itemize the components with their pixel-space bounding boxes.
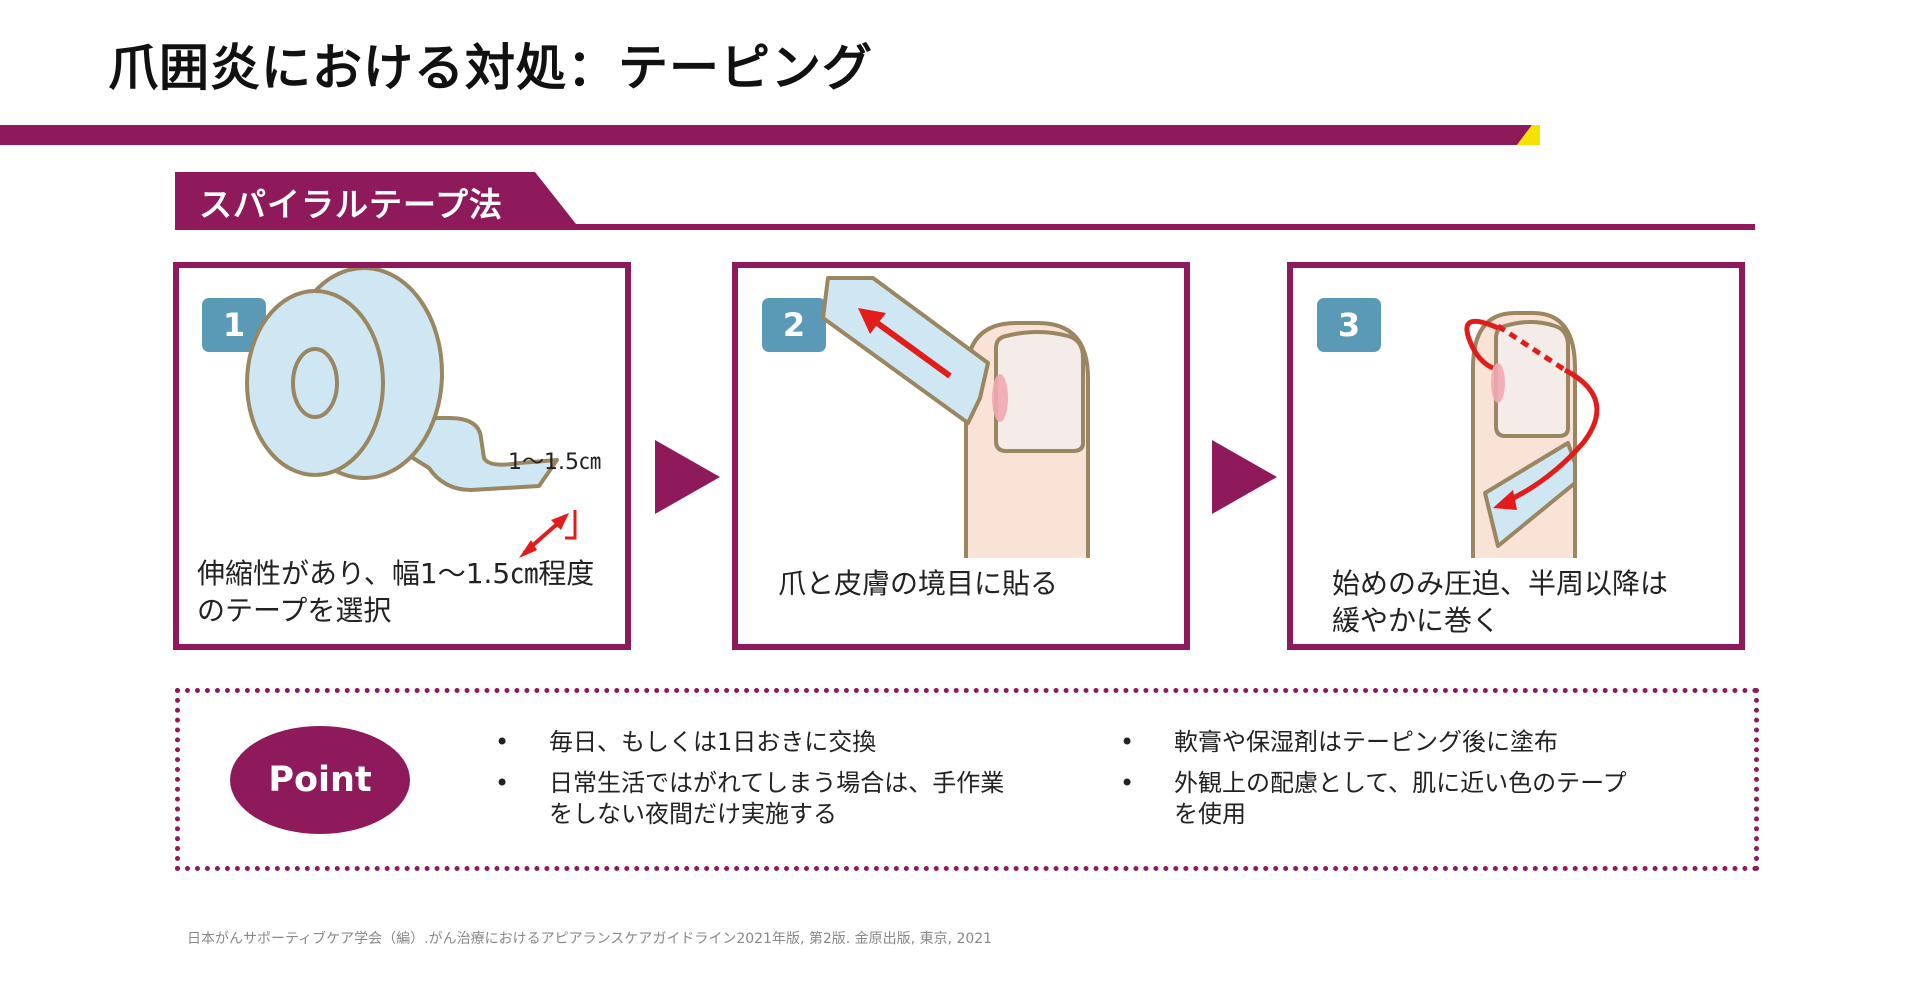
play-arrow-icon — [1212, 440, 1277, 518]
step-number-badge: 3 — [1317, 298, 1381, 352]
list-item: • 外観上の配慮として、肌に近い色のテープ を使用 — [1120, 768, 1627, 830]
section-header — [175, 172, 1755, 234]
caption-line: 緩やかに巻く — [1332, 604, 1501, 637]
tape-roll-icon — [245, 268, 577, 558]
step-3-caption: 始めのみ圧迫、半周以降は 緩やかに巻く — [1332, 565, 1668, 639]
step-2-panel: 2 爪と皮膚の境目に貼る — [732, 262, 1190, 650]
tape-width-label: 1～1.5㎝ — [508, 450, 601, 475]
point-list-left: • 毎日、もしくは1日おきに交換 • 日常生活ではがれてしまう場合は、手作業 を… — [495, 727, 1004, 840]
finger-icon — [1464, 311, 1600, 558]
bullet: • — [1120, 728, 1135, 756]
finger-icon — [821, 276, 1090, 558]
caption-line: 始めのみ圧迫、半周以降は — [1332, 567, 1669, 600]
point-box — [175, 688, 1759, 871]
list-item: • 日常生活ではがれてしまう場合は、手作業 をしない夜間だけ実施する — [495, 768, 1004, 830]
section-title: スパイラルテープ法 — [199, 185, 504, 224]
step-3-panel: 3 始めのみ圧迫、半周以降は 緩やかに巻く — [1287, 262, 1745, 650]
list-item-text: 日常生活ではがれてしまう場合は、手作業 — [549, 769, 1005, 797]
step-1-caption: 伸縮性があり、幅1～1.5㎝程度 のテープを選択 — [197, 555, 594, 629]
step-number-badge: 2 — [762, 298, 826, 352]
source-citation: 日本がんサポーティブケア学会（編）.がん治療におけるアピアランスケアガイドライン… — [187, 931, 993, 947]
step-2-caption: 爪と皮膚の境目に貼る — [778, 565, 1058, 602]
page-title: 爪囲炎における対処：テーピング — [108, 39, 873, 97]
point-badge: Point — [230, 726, 410, 834]
bullet: • — [495, 728, 510, 756]
title-underline-bar — [0, 125, 1540, 145]
list-item: • 軟膏や保湿剤はテーピング後に塗布 — [1120, 727, 1627, 758]
list-item-text: 外観上の配慮として、肌に近い色のテープ — [1174, 769, 1627, 797]
caption-line: 伸縮性があり、幅1～1.5㎝程度 — [197, 557, 595, 590]
bullet: • — [1120, 769, 1135, 797]
list-item-text: をしない夜間だけ実施する — [549, 800, 837, 828]
caption-line: 爪と皮膚の境目に貼る — [778, 567, 1059, 600]
caption-line: のテープを選択 — [197, 594, 392, 627]
list-item: • 毎日、もしくは1日おきに交換 — [495, 727, 1004, 758]
play-arrow-icon — [655, 440, 720, 518]
step-1-panel: 1 1～1.5㎝ 伸縮性があり、幅1～1.5㎝程度 のテープを選択 — [173, 262, 631, 650]
list-item-text: 毎日、もしくは1日おきに交換 — [549, 728, 877, 756]
list-item-text: を使用 — [1174, 800, 1246, 828]
point-list-right: • 軟膏や保湿剤はテーピング後に塗布 • 外観上の配慮として、肌に近い色のテープ… — [1120, 727, 1627, 840]
bullet: • — [495, 769, 510, 797]
list-item-text: 軟膏や保湿剤はテーピング後に塗布 — [1174, 728, 1558, 756]
